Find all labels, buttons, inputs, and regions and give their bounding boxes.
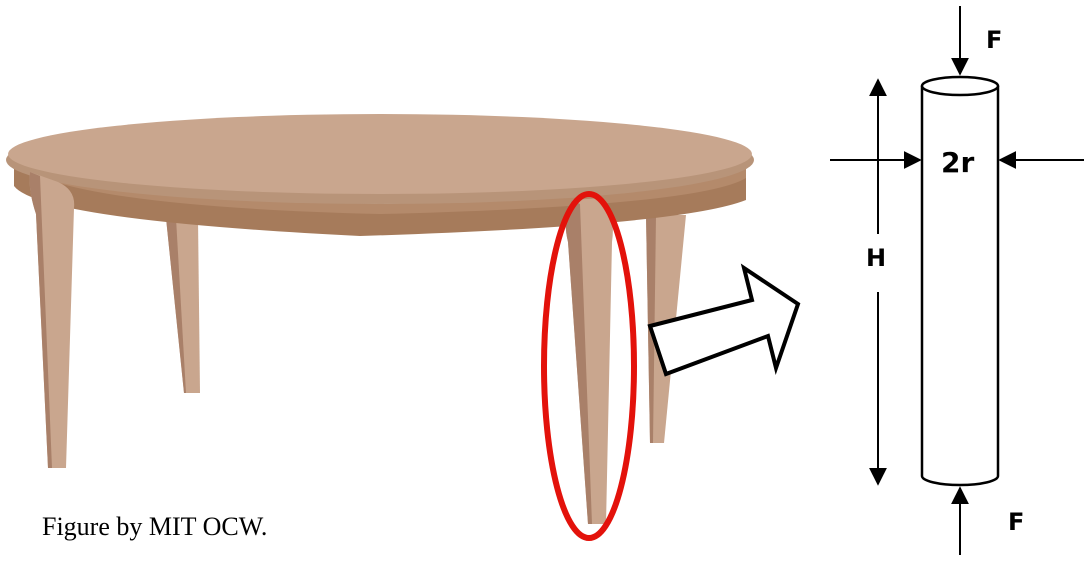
force-label-top: F: [986, 26, 1002, 54]
height-label: H: [866, 244, 886, 272]
force-label-bottom: F: [1008, 508, 1024, 536]
table-illustration: [6, 114, 754, 538]
diameter-label: 2r: [941, 146, 974, 179]
column-schematic: F 2r H F: [830, 6, 1084, 555]
column-bottom-edge: [922, 476, 998, 485]
figure-caption: Figure by MIT OCW.: [42, 512, 267, 541]
column-top-face: [922, 77, 998, 95]
